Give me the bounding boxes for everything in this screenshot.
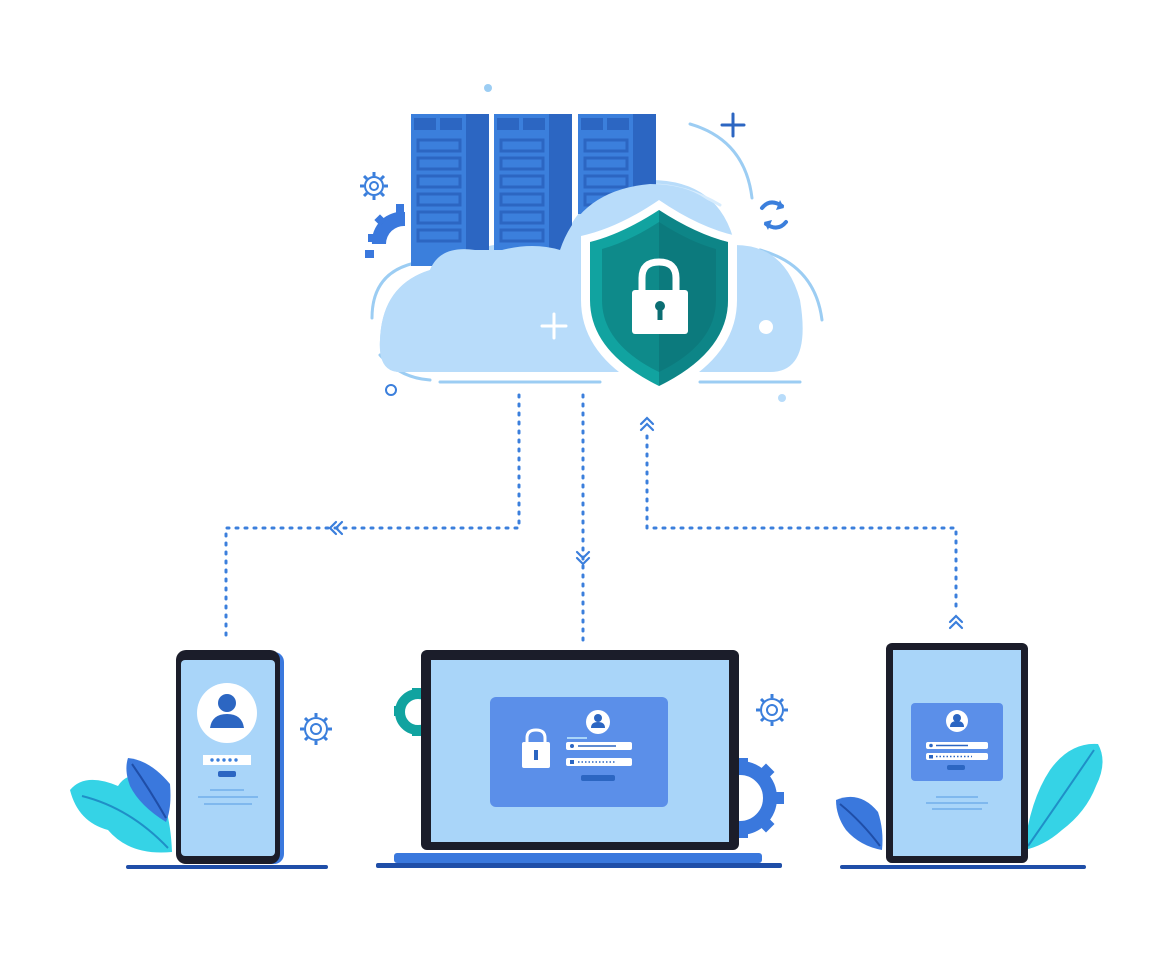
connector-lines bbox=[224, 393, 958, 642]
refresh-icon bbox=[760, 200, 788, 230]
padlock-icon bbox=[632, 258, 688, 334]
login-panel bbox=[490, 697, 668, 807]
user-avatar-icon bbox=[586, 710, 610, 734]
tablet bbox=[886, 643, 1028, 863]
gear-icon bbox=[300, 713, 332, 745]
laptop bbox=[376, 650, 784, 868]
user-avatar-icon bbox=[197, 683, 257, 743]
plus-icon bbox=[540, 312, 568, 340]
ground-line bbox=[126, 865, 328, 869]
decor-top bbox=[385, 84, 786, 402]
smartphone bbox=[176, 650, 284, 864]
gear-icon bbox=[360, 172, 388, 200]
login-panel bbox=[911, 703, 1003, 781]
leaf-icon bbox=[836, 743, 1103, 850]
chevron-double-icon bbox=[328, 416, 964, 630]
user-avatar-icon bbox=[946, 710, 968, 732]
gear-icon bbox=[365, 204, 405, 258]
leaf-icon bbox=[70, 758, 172, 853]
server-rack-icon bbox=[411, 114, 489, 266]
gear-icon bbox=[756, 694, 788, 726]
ground-line bbox=[840, 865, 1086, 869]
plus-icon bbox=[720, 112, 746, 138]
padlock-icon bbox=[522, 728, 550, 768]
shield-lock-icon bbox=[581, 200, 737, 396]
server-rack-icon bbox=[494, 114, 572, 254]
